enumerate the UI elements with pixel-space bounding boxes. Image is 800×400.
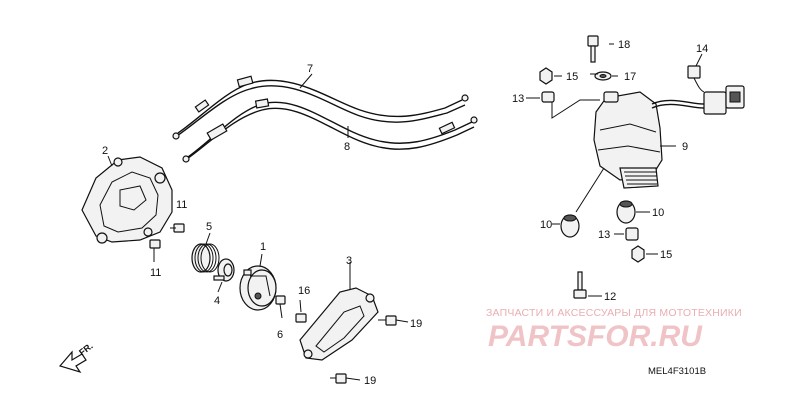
throttle-cable-8 (182, 98, 478, 163)
callout-12: 12 (604, 291, 616, 303)
bolt-11-upper (170, 223, 185, 233)
bolt-19-right (378, 315, 397, 326)
callout-15-lower: 15 (660, 249, 672, 261)
wire-harness-14 (651, 65, 745, 115)
watermark-caption: ЗАПЧАСТИ И АКСЕССУАРЫ ДЛЯ МОТОТЕХНИКИ (486, 307, 742, 319)
callout-6: 6 (277, 329, 283, 341)
callout-9: 9 (682, 141, 688, 153)
callout-11-lower: 11 (150, 267, 161, 279)
callout-2: 2 (102, 145, 108, 157)
callout-19-right: 19 (410, 318, 422, 330)
throttle-actuator-9 (593, 91, 663, 189)
callout-15-upper: 15 (566, 71, 578, 83)
diagram-code: MEL4F3101B (648, 366, 706, 377)
callout-4: 4 (214, 295, 220, 307)
bolt-18 (587, 35, 599, 63)
callout-8: 8 (344, 141, 350, 153)
collar-13-lower (625, 227, 639, 241)
bolt-12 (573, 271, 587, 299)
callout-1: 1 (260, 241, 266, 253)
return-spring-5 (191, 243, 220, 273)
nut-16 (295, 313, 307, 323)
callout-10-right: 10 (652, 207, 664, 219)
callout-19-lower: 19 (364, 375, 376, 387)
nut-15-upper (539, 67, 553, 85)
throttle-pulley-1 (239, 265, 277, 311)
callout-7: 7 (307, 63, 313, 75)
collar-4 (213, 258, 235, 282)
screw-6 (275, 295, 286, 319)
callout-13-upper: 13 (512, 93, 524, 105)
bolt-19-lower (330, 373, 347, 384)
watermark-brand: PARTSFOR.RU (488, 320, 703, 353)
callout-14: 14 (696, 43, 708, 55)
callout-10-left: 10 (540, 219, 552, 231)
pulley-cover-2 (81, 156, 173, 244)
grommet-10-left (560, 214, 580, 238)
callout-5: 5 (206, 221, 212, 233)
callout-11-upper: 11 (176, 199, 187, 211)
throttle-cable-7 (172, 75, 469, 140)
bolt-11-lower (149, 239, 161, 262)
collar-13-upper (541, 91, 555, 103)
callout-3: 3 (346, 255, 352, 267)
grommet-10-right (616, 200, 636, 224)
nut-15-lower (631, 245, 645, 263)
front-direction-arrow (58, 350, 87, 374)
callout-16: 16 (298, 285, 310, 297)
washer-17 (594, 71, 612, 81)
callout-13-lower: 13 (598, 229, 610, 241)
callout-17: 17 (624, 71, 636, 83)
callout-18: 18 (618, 39, 630, 51)
mounting-plate-3 (299, 287, 379, 361)
